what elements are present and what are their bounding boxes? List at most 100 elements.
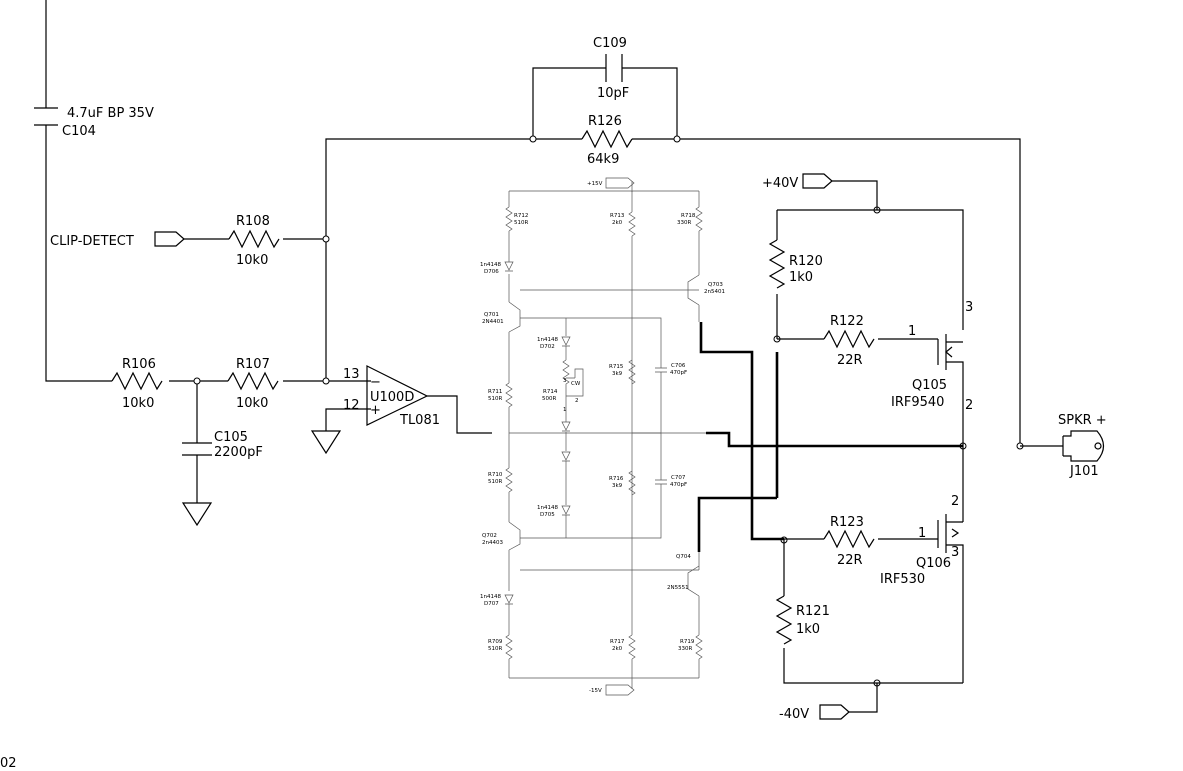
r107-value: 10k0 (236, 396, 268, 411)
inset-pot-pin3: 3 (563, 378, 567, 384)
clip-detect-port (154, 231, 185, 247)
c105-label: C105 (214, 430, 248, 445)
inset-q702: Q702 (482, 533, 497, 539)
q106-pin3: 3 (951, 545, 959, 560)
r107-label: R107 (236, 357, 270, 372)
inset-r714: R714 (543, 389, 558, 395)
resistor-r106 (111, 371, 163, 391)
r121-value: 1k0 (796, 622, 820, 637)
inset-q701-part: 2N4401 (482, 319, 504, 325)
spkr-label: SPKR + (1058, 413, 1107, 428)
r120-label: R120 (789, 254, 823, 269)
inset-r712-value: 510R (514, 220, 528, 226)
q105-pin2: 2 (965, 398, 973, 413)
r126-label: R126 (588, 114, 622, 129)
q105-pin1: 1 (908, 324, 916, 339)
inset-d705: D705 (540, 512, 555, 518)
r126-value: 64k9 (587, 152, 619, 167)
r121-label: R121 (796, 604, 830, 619)
q106-label: Q106 (916, 556, 951, 571)
inset-q704-part: 2N5551 (667, 585, 689, 591)
inset-r710: R710 (488, 472, 503, 478)
opamp-minus-sign: − (370, 375, 381, 390)
inset-r717-value: 2k0 (612, 646, 623, 652)
r123-value: 22R (837, 553, 863, 568)
inset-d702-part: 1n4148 (537, 337, 558, 343)
q106-pin1: 1 (918, 526, 926, 541)
resistor-r107 (227, 371, 279, 391)
inset-r713: R713 (610, 213, 625, 219)
inset-c706-value: 470pF (670, 370, 687, 376)
inset-c706: C706 (671, 363, 686, 369)
inset-d706-part: 1n4148 (480, 262, 501, 268)
inset-d707: D707 (484, 601, 499, 607)
output-wiring (776, 180, 1063, 713)
q106-part: IRF530 (880, 572, 925, 587)
inset-d705-part: 1n4148 (537, 505, 558, 511)
r106-label: R106 (122, 357, 156, 372)
resistor-r121 (775, 595, 793, 645)
inset-r716-value: 3k9 (612, 483, 623, 489)
inset-r719: R719 (680, 639, 695, 645)
inset-r712: R712 (514, 213, 528, 219)
c109-label: C109 (593, 36, 627, 51)
u100d-label: U100D (370, 390, 414, 405)
inset-c707: C707 (671, 475, 686, 481)
q106-pin2: 2 (951, 494, 959, 509)
drive-lines (697, 322, 963, 552)
inset-pot-pin2: 2 (575, 398, 579, 404)
inset-r714-value: 500R (542, 396, 556, 402)
driver-inset (504, 177, 706, 696)
inset-r710-value: 510R (488, 479, 502, 485)
r108-label: R108 (236, 214, 270, 229)
inset-r709: R709 (488, 639, 503, 645)
inset-r716: R716 (609, 476, 624, 482)
speaker-connector-j101 (1062, 430, 1105, 462)
r122-label: R122 (830, 314, 864, 329)
inset-q702-part: 2n4403 (482, 540, 503, 546)
r120-value: 1k0 (789, 270, 813, 285)
inset-d706: D706 (484, 269, 499, 275)
plus40v-port (802, 173, 833, 189)
inset-d707-part: 1n4148 (480, 594, 501, 600)
inset-pot-pin1: 1 (563, 407, 567, 413)
inset-r715: R715 (609, 364, 624, 370)
resistor-r108 (228, 229, 280, 249)
tl081-label: TL081 (399, 413, 440, 428)
q105-label: Q105 (912, 378, 947, 393)
minus40v-port (819, 704, 850, 720)
r122-value: 22R (837, 353, 863, 368)
inset-r711-value: 510R (488, 396, 502, 402)
inset-r718-value: 330R (677, 220, 691, 226)
inset-q701: Q701 (484, 312, 499, 318)
pin12-label: 12 (343, 398, 360, 413)
inset-q703: Q703 (708, 282, 723, 288)
inset-r711: R711 (488, 389, 502, 395)
pin13-label: 13 (343, 367, 360, 382)
inset-c707-value: 470pF (670, 482, 687, 488)
opamp-plus-sign: + (370, 403, 381, 418)
c109-value: 10pF (597, 86, 629, 101)
resistor-r126 (581, 129, 633, 149)
inset-r709-value: 510R (488, 646, 502, 652)
inset-m15v: -15V (589, 688, 602, 694)
junctions (193, 135, 1024, 687)
r106-value: 10k0 (122, 396, 154, 411)
c105-value: 2200pF (214, 445, 263, 460)
minus40v-label: -40V (779, 707, 809, 722)
inset-r718: R718 (681, 213, 696, 219)
page-corner-label: 02 (0, 756, 17, 771)
inset-d702: D702 (540, 344, 555, 350)
inset-cw: CW (571, 381, 581, 387)
inset-q703-part: 2n5401 (704, 289, 725, 295)
resistor-r122 (823, 329, 875, 349)
r108-value: 10k0 (236, 253, 268, 268)
j101-label: J101 (1069, 464, 1099, 479)
inset-q704: Q704 (676, 554, 691, 560)
c104-value: 4.7uF BP 35V (67, 106, 154, 121)
resistor-r120 (768, 239, 786, 289)
r123-label: R123 (830, 515, 864, 530)
resistor-r123 (823, 529, 875, 549)
inset-r717: R717 (610, 639, 625, 645)
